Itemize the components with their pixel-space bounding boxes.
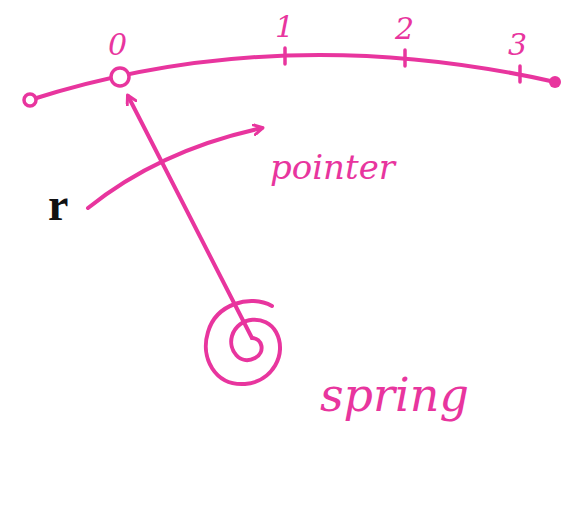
scale-number: 1 (275, 12, 294, 42)
scale-number: 2 (395, 14, 414, 44)
scale-number: 3 (508, 30, 527, 60)
tick (283, 48, 287, 64)
cut-label: r (48, 182, 68, 228)
scale-end (24, 94, 36, 106)
zero-mark (111, 68, 129, 86)
scale-arc (30, 55, 555, 100)
scale-number: 0 (108, 30, 127, 60)
spiral-spring (206, 301, 280, 384)
pointer-label: pointer (270, 150, 395, 184)
scale-end (549, 76, 561, 88)
pointer-needle (128, 96, 252, 338)
leader-arrow (88, 128, 262, 208)
spring-label: spring (320, 372, 469, 418)
tick (518, 66, 522, 82)
tick (403, 50, 407, 66)
